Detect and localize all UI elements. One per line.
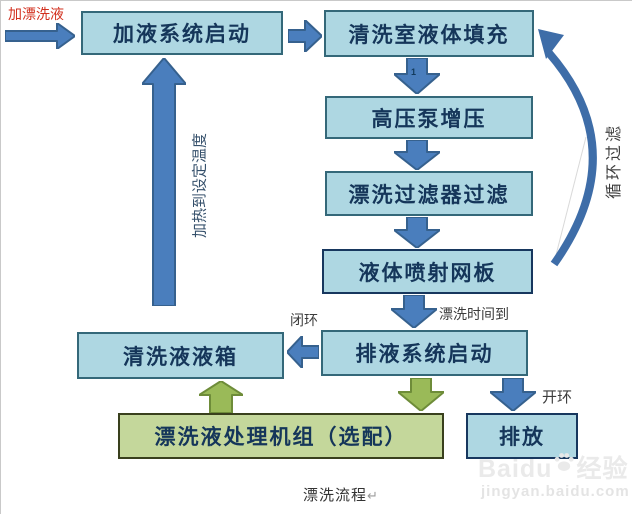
arrow-drain-to-tank-icon <box>287 336 319 368</box>
node-spray-plate: 液体喷射网板 <box>322 249 533 294</box>
heat-to-set-temp-label: 加热到设定温度 <box>191 133 209 239</box>
node-feed-system: 加液系统启动 <box>81 11 283 55</box>
arrow-drain-to-treatment-icon <box>398 378 444 411</box>
baidu-brand-cn: 经验 <box>576 455 629 483</box>
node-chamber-fill: 清洗室液体填充 <box>324 10 534 57</box>
arrow-in-right-icon <box>5 23 75 49</box>
baidu-watermark-url: jingyan.baidu.com <box>481 483 630 500</box>
baidu-paw-icon <box>553 451 575 480</box>
paragraph-mark: ↵ <box>367 488 379 503</box>
arrow-pump-to-filter-icon <box>394 140 440 170</box>
closed-loop-label: 闭环 <box>290 312 318 328</box>
arrow-filter-to-spray-icon <box>394 217 440 248</box>
arrow-drain-to-discharge-icon <box>490 378 536 411</box>
arrow-tank-to-feed-icon <box>142 58 186 306</box>
node-treatment-unit: 漂洗液处理机组（选配） <box>118 413 444 459</box>
caption-text: 漂洗流程 <box>303 487 368 504</box>
arrow-circulation-curve-icon <box>538 29 597 267</box>
node-filter: 漂洗过滤器过滤 <box>325 171 533 216</box>
node-pump: 高压泵增压 <box>325 96 533 139</box>
node-discharge: 排放 <box>466 413 578 459</box>
arrow-treatment-to-tank-icon <box>199 381 243 413</box>
arrow-spray-to-drain-icon <box>391 295 437 328</box>
open-loop-label: 开环 <box>542 389 573 406</box>
node-drain-system: 排液系统启动 <box>321 330 528 376</box>
baidu-brand-latin: Baidu <box>478 455 553 483</box>
arrow-feed-to-fill-icon <box>288 20 322 52</box>
node-tank: 清洗液液箱 <box>77 332 284 379</box>
step-number-label: 1 <box>411 67 417 77</box>
baidu-watermark: Baidu 经验 <box>478 453 629 484</box>
arrow-fill-to-pump-icon <box>394 58 440 94</box>
rinse-time-up-label: 漂洗时间到 <box>439 306 509 322</box>
figure-caption: 漂洗流程↵ <box>256 484 426 505</box>
add-rinse-liquid-label: 加漂洗液 <box>8 6 64 22</box>
circulation-filter-label: 循环过滤 <box>606 123 623 200</box>
